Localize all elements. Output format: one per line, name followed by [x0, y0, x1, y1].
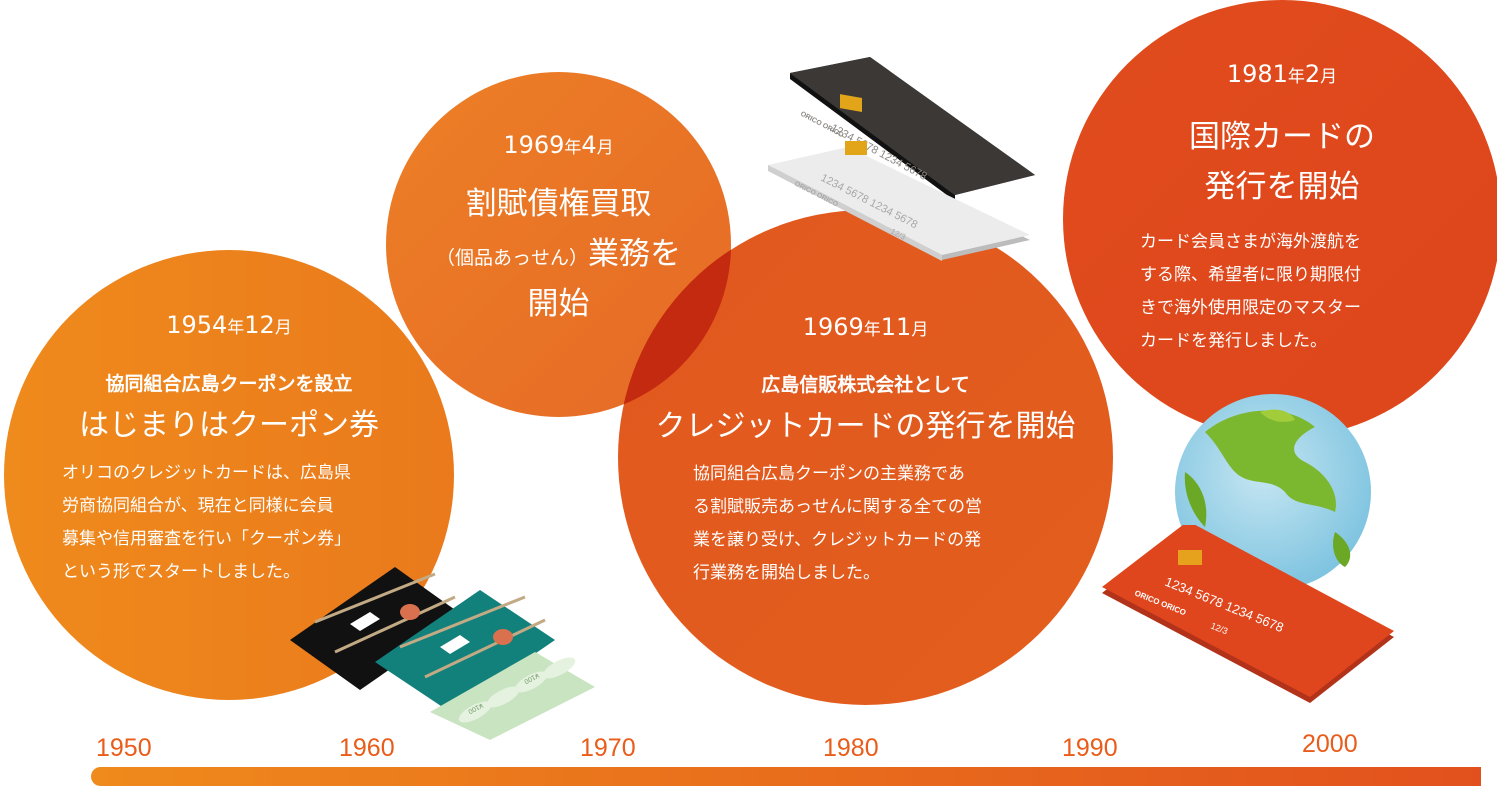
axis-year-1990: 1990	[1062, 734, 1118, 762]
event-1969-nov-date: 1969年11月	[802, 313, 929, 341]
event-1969-apr-title-1: 割賦債権買取	[465, 186, 652, 222]
event-1981-body: カード会員さまが海外渡航を する際、希望者に限り期限付 きで海外使用限定のマスタ…	[1140, 232, 1361, 351]
event-1954-body: オリコのクレジットカードは、広島県 労商協同組合が、現在と同様に会員 募集や信用…	[62, 463, 351, 582]
axis-year-1960: 1960	[339, 734, 395, 762]
event-1969-apr-title-3: 開始	[527, 286, 590, 322]
event-1969-nov-subtitle: 広島信販株式会社として	[761, 374, 970, 396]
axis-year-1970: 1970	[580, 734, 636, 762]
axis-year-1980: 1980	[823, 734, 879, 762]
event-1981-title: 国際カードの 発行を開始	[1189, 119, 1375, 205]
event-1981-date: 1981年2月	[1226, 60, 1338, 88]
event-1954-date: 1954年12月	[166, 311, 292, 339]
event-1954-title: はじまりはクーポン券	[79, 408, 379, 443]
event-1969-nov-body: 協同組合広島クーポンの主業務であ る割賦販売あっせんに関する全ての営 業を譲り受…	[693, 464, 982, 583]
coupon-illustration: ¥100 ¥100	[290, 567, 595, 740]
event-1954-subtitle: 協同組合広島クーポンを設立	[105, 373, 353, 395]
red-card-illustration: 1234 5678 1234 5678 ORICO ORICO 12/3	[1102, 525, 1394, 703]
axis-year-2000: 2000	[1302, 730, 1358, 758]
event-1969-apr-title-2: （個品あっせん）業務を	[435, 236, 681, 272]
stacked-cards-illustration: 1234 5678 1234 5678 ORICO ORICO 1234 567…	[768, 57, 1035, 261]
event-1969-apr-date: 1969年4月	[503, 131, 614, 159]
axis-year-1950: 1950	[96, 734, 152, 762]
event-1969-nov-title: クレジットカードの発行を開始	[655, 409, 1076, 444]
timeline-bar	[91, 767, 1481, 786]
event-circle-1981	[1063, 0, 1497, 438]
